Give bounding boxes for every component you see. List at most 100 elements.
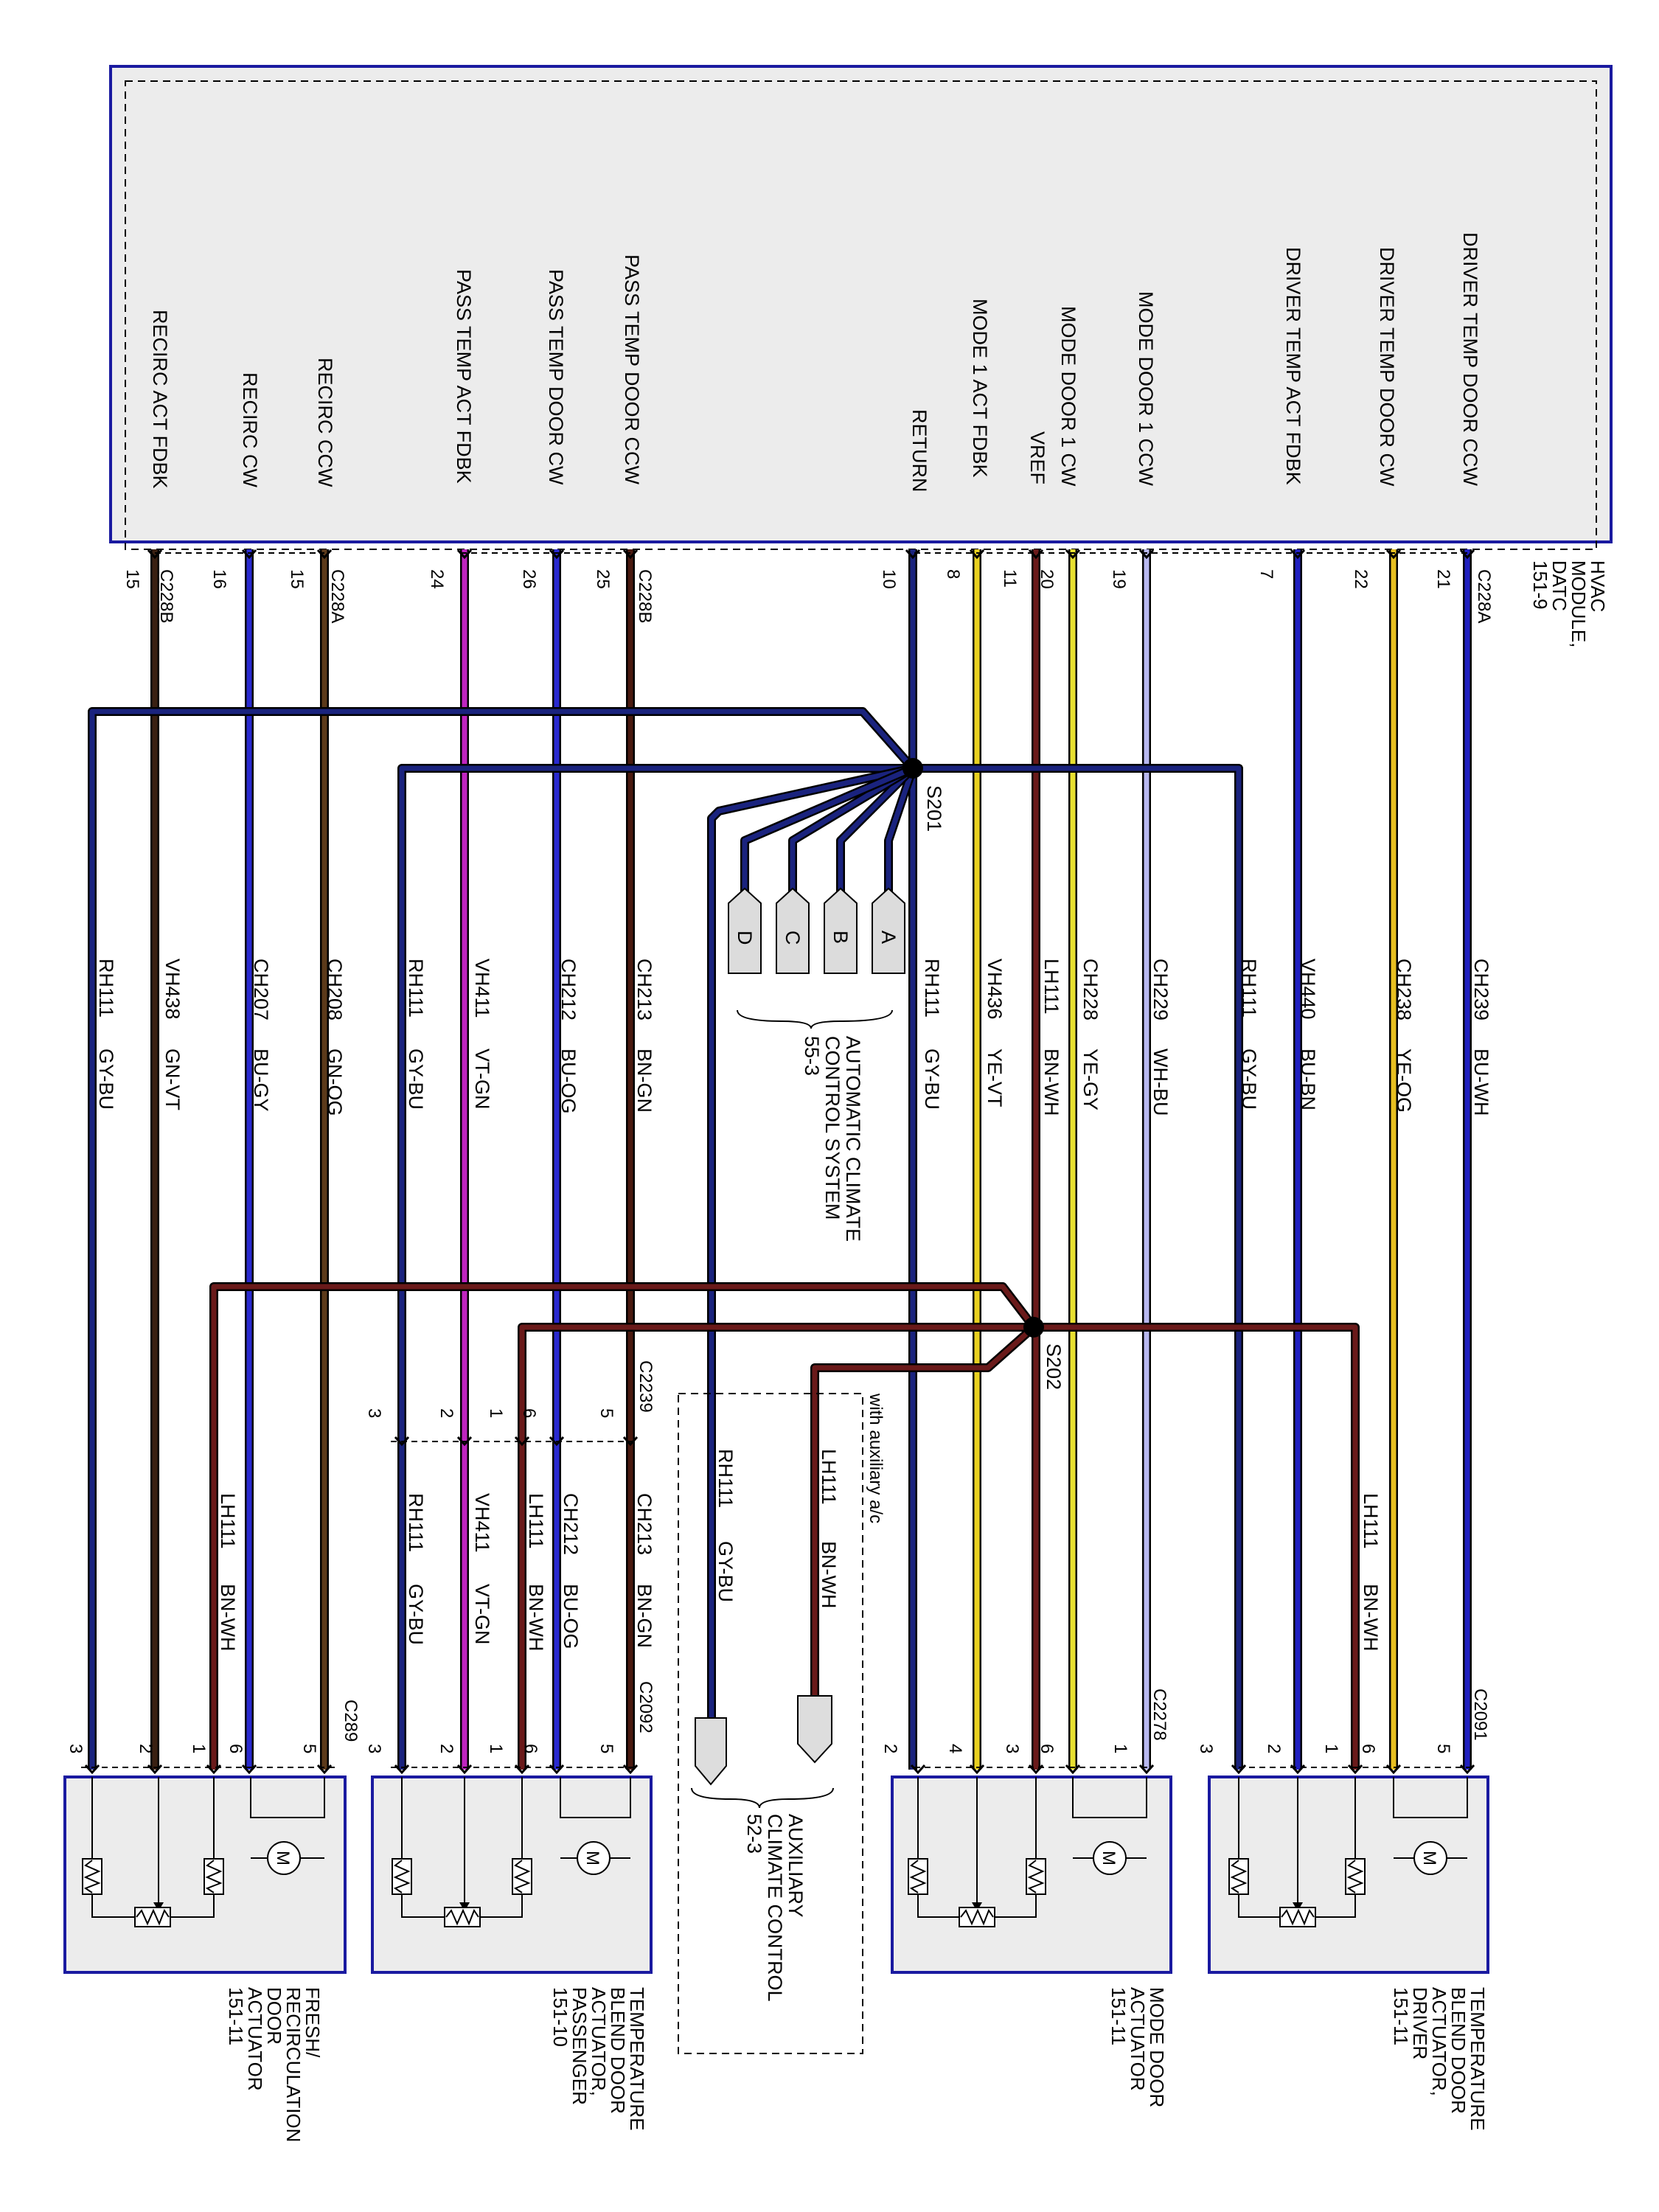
aux-ref-line-1: AUXILIARY — [785, 1814, 807, 1918]
pin-19: 19 — [1109, 569, 1129, 589]
wires — [88, 549, 1472, 1770]
aux-connector-rh111 — [695, 1717, 727, 1786]
lower-code-2: RH111 — [405, 1493, 427, 1552]
circuit-code-12: CH228 — [1079, 959, 1102, 1020]
acc-pin-shape-b — [824, 887, 858, 974]
module-terminal-9 — [1065, 549, 1081, 560]
actuator-terminal-10 — [910, 1764, 926, 1775]
wire-lh111-aux — [812, 1325, 1036, 1696]
lower-color-9: BN-WH — [1360, 1584, 1382, 1651]
wire-rh111-driver — [913, 765, 1242, 1770]
connector-c2239-label: C2239 — [636, 1360, 655, 1413]
circuit-code-9: RH111 — [921, 959, 943, 1018]
c2239-terminal-0 — [394, 1436, 410, 1447]
hvac-name-line-3: DATC — [1548, 560, 1571, 611]
actuator-mode-door: C2278 2 4 3 6 1 M MODE DOOR ACTUATOR 151… — [880, 1688, 1172, 2107]
acc-pin-label-c: C — [782, 931, 804, 945]
fresh-recirc-internals: M — [82, 1777, 325, 1927]
lower-code-6: CH213 — [633, 1493, 655, 1555]
actuator-terminal-11 — [969, 1764, 985, 1775]
pin-20: 20 — [1037, 569, 1057, 589]
circuit-labels-lower: LH111 BN-WH RH111 GY-BU VH411 VT-GN LH11… — [217, 1449, 1382, 1651]
module-terminal-3 — [456, 549, 473, 560]
lower-color-8: BN-WH — [818, 1541, 840, 1608]
actuator-terminal-3 — [241, 1764, 257, 1775]
fresh-recirc-pot — [134, 1907, 171, 1927]
lower-color-5: BU-OG — [560, 1584, 582, 1649]
acc-pin-shape-c — [776, 887, 810, 974]
driver-name-3: ACTUATOR, — [1428, 1987, 1450, 2096]
func-pass-temp-door-ccw: PASS TEMP DOOR CCW — [621, 254, 643, 485]
passenger-name-4: PASSENGER — [568, 1987, 591, 2105]
circuit-code-11: LH111 — [1040, 959, 1062, 1015]
circuit-color-15: BU-BN — [1297, 1048, 1319, 1110]
acc-ref-brace — [737, 1009, 893, 1029]
svg-text:M: M — [1419, 1851, 1439, 1865]
lower-color-1: BN-WH — [217, 1584, 239, 1651]
c2092-pin-5: 5 — [597, 1744, 616, 1753]
circuit-labels-upper: RH111 GY-BU VH438 GN-VT CH207 BU-GY CH20… — [95, 959, 1492, 1116]
circuit-color-1: GY-BU — [95, 1048, 117, 1110]
fresh-recirc-name-5: 151-11 — [225, 1987, 247, 2045]
lower-code-3: VH411 — [471, 1493, 493, 1553]
splice-s201-label: S201 — [923, 785, 945, 832]
actuator-temp-blend-passenger: C2092 3 2 1 6 5 M TEMPERATURE BLEND DOOR… — [364, 1681, 655, 2131]
connector-c228b-1: C228B — [156, 569, 176, 623]
aux-ref-line-3: 52-3 — [743, 1814, 765, 1854]
circuit-code-15: VH440 — [1297, 959, 1319, 1020]
module-terminal-8 — [1028, 549, 1044, 560]
pin-7: 7 — [1256, 569, 1276, 579]
passenger-name-3: ACTUATOR, — [588, 1987, 610, 2096]
c2091-pin-6: 6 — [1358, 1744, 1378, 1753]
pin-10: 10 — [879, 569, 899, 589]
func-vref: VREF — [1026, 431, 1048, 484]
splice-s202-dot — [1023, 1317, 1044, 1338]
passenger-name-2: BLEND DOOR — [607, 1987, 629, 2114]
module-terminal-4 — [549, 549, 565, 560]
splice-s202-label: S202 — [1043, 1343, 1065, 1390]
circuit-color-17: BU-WH — [1470, 1048, 1492, 1116]
lower-code-4: LH111 — [525, 1493, 547, 1549]
wire-rh111-aux — [709, 765, 914, 1718]
connector-c2091-label: C2091 — [1470, 1688, 1490, 1741]
fresh-recirc-name-1: FRESH/ — [302, 1987, 324, 2058]
driver-internals: M — [1228, 1777, 1468, 1927]
wire-lh111-passenger-outline — [518, 1323, 1034, 1770]
connector-c2278-label: C2278 — [1150, 1688, 1169, 1741]
func-recirc-act-fdbk: RECIRC ACT FDBK — [149, 310, 171, 489]
wire-rh111-passenger — [399, 765, 913, 1770]
svg-text:M: M — [1099, 1851, 1119, 1865]
actuator-terminal-8 — [549, 1764, 565, 1775]
func-mode-1-act-fdbk: MODE 1 ACT FDBK — [969, 299, 991, 478]
circuit-code-8: CH213 — [633, 959, 655, 1020]
c2091-pin-3: 3 — [1196, 1744, 1216, 1753]
c2239-terminal-1 — [456, 1436, 473, 1447]
lower-code-1: LH111 — [217, 1493, 239, 1549]
lower-code-9: LH111 — [1360, 1493, 1382, 1549]
mode-door-name: MODE DOOR ACTUATOR 151-11 — [1107, 1987, 1168, 2107]
c2092-pin-2: 2 — [437, 1744, 456, 1753]
circuit-code-17: CH239 — [1470, 959, 1492, 1020]
auxiliary-note: with auxiliary a/c — [866, 1393, 886, 1523]
driver-name: TEMPERATURE BLEND DOOR ACTUATOR, DRIVER … — [1390, 1987, 1489, 2131]
pin-15a: 15 — [122, 569, 142, 589]
hvac-name-line-4: 151-9 — [1529, 560, 1551, 610]
circuit-color-13: WH-BU — [1150, 1048, 1172, 1116]
actuator-terminal-18 — [1385, 1764, 1402, 1775]
terminals — [84, 549, 1475, 1775]
func-pass-temp-door-cw: PASS TEMP DOOR CW — [545, 269, 567, 485]
circuit-code-13: CH229 — [1150, 959, 1172, 1020]
mode-door-resistor-2 — [1026, 1858, 1046, 1895]
module-terminal-7 — [969, 549, 985, 560]
wire-s201-a — [886, 767, 916, 907]
circuit-color-5: GY-BU — [405, 1048, 427, 1110]
mode-door-pot — [959, 1907, 995, 1927]
circuit-code-2: VH438 — [161, 959, 184, 1020]
fresh-recirc-name-4: ACTUATOR — [244, 1987, 266, 2091]
connector-c2092-label: C2092 — [636, 1681, 655, 1733]
acc-pin-shape-a — [872, 887, 905, 974]
c2239-terminal-3 — [549, 1436, 565, 1447]
actuator-terminal-13 — [1065, 1764, 1081, 1775]
circuit-color-16: YE-OG — [1393, 1048, 1415, 1113]
actuator-terminal-15 — [1231, 1764, 1247, 1775]
